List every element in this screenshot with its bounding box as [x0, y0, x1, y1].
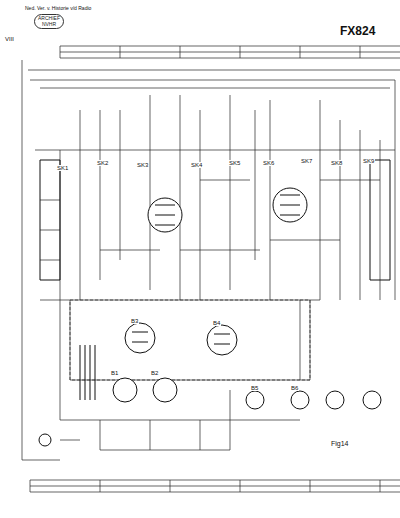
valve [125, 323, 155, 353]
part-label: SK3 [136, 162, 149, 168]
part-label: SK8 [330, 160, 343, 166]
part-label: B5 [250, 385, 259, 391]
valve-electrodes [132, 195, 300, 344]
part-label: SK5 [228, 160, 241, 166]
part-label: SK1 [56, 165, 69, 171]
socket-diagram [246, 391, 264, 409]
wiring [28, 70, 400, 440]
part-label: SK4 [190, 162, 203, 168]
part-label: B6 [290, 385, 299, 391]
loudspeaker [39, 434, 51, 446]
switch-bank [40, 160, 390, 280]
model-number: FX824 [340, 24, 375, 38]
socket-diagram [326, 391, 344, 409]
part-label: B3 [130, 318, 139, 324]
archive-stamp: ARCHIEFNVHR [34, 14, 64, 29]
transformer [80, 345, 95, 400]
stamp-text: NVHR [38, 22, 60, 28]
wiring-lower [70, 300, 310, 450]
socket-diagram [363, 391, 381, 409]
part-label: SK6 [262, 160, 275, 166]
socket-diagram [291, 391, 309, 409]
part-label: Ned. Ver. v. Historie v/d Radio [24, 6, 92, 11]
frame-ruler [30, 46, 400, 492]
part-label: SK2 [96, 160, 109, 166]
part-label: SK7 [300, 158, 313, 164]
rectifier-valve [153, 378, 177, 402]
part-label: B4 [212, 320, 221, 326]
part-label: Fig14 [330, 440, 350, 447]
valve [207, 325, 237, 355]
part-label: SK9 [362, 158, 375, 164]
part-label: B1 [110, 370, 119, 376]
part-label: B2 [150, 370, 159, 376]
part-label: VIII [4, 36, 15, 42]
dashed-screen-box [70, 300, 310, 380]
rectifier-valve [113, 378, 137, 402]
